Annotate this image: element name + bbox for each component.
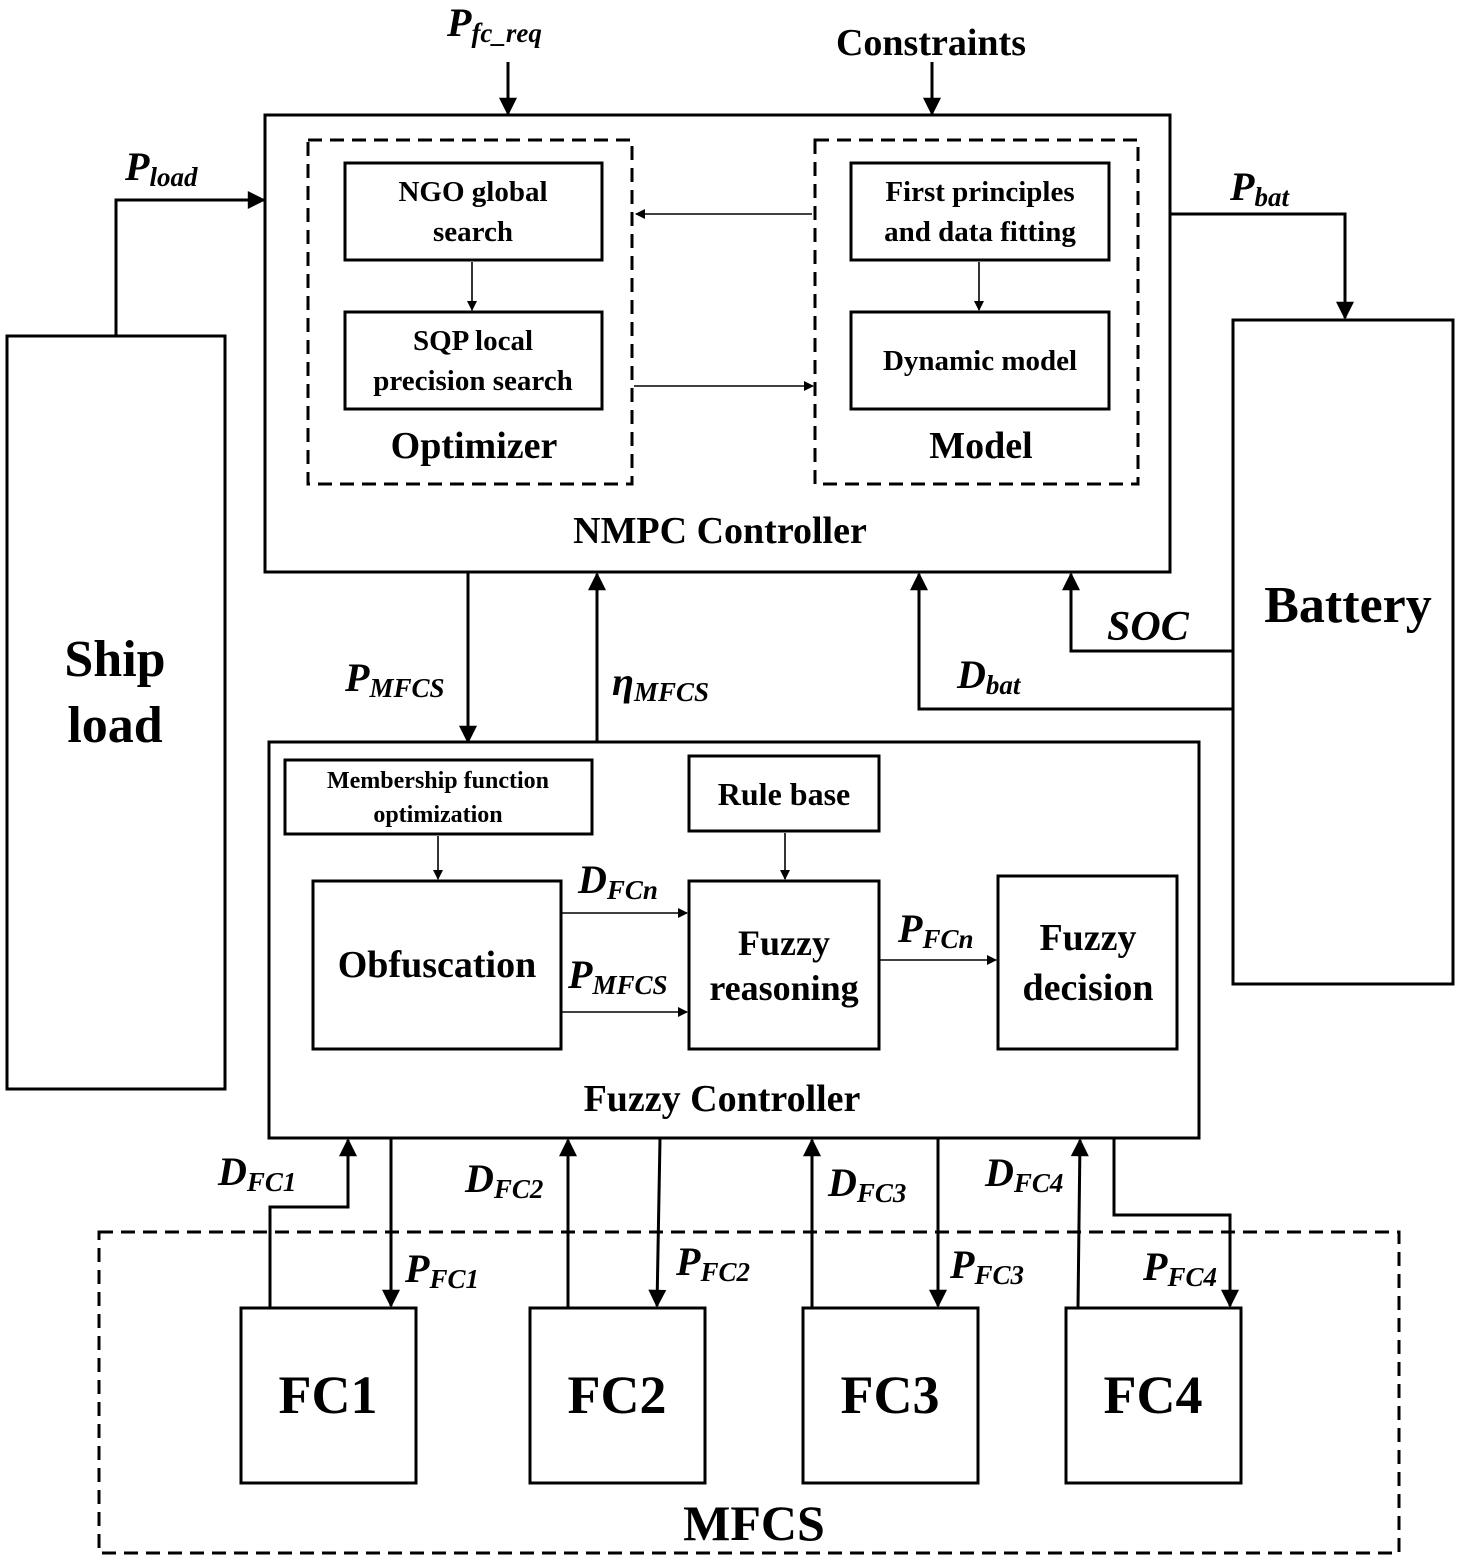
fc1-label: FC1 <box>279 1365 378 1425</box>
pfc4-arrow <box>1112 1139 1239 1308</box>
first-principles-box <box>849 161 1111 262</box>
dynamic-model-box <box>849 310 1111 411</box>
dfc4-arrow <box>1070 1138 1089 1308</box>
model-group <box>813 138 1140 486</box>
fuzzy-controller-title: Fuzzy Controller <box>584 1078 861 1120</box>
fuzzy-decision-line-2: decision <box>1023 967 1154 1009</box>
soc-arrow <box>1062 572 1232 653</box>
ship-load-line-1: Ship <box>64 631 165 688</box>
pfc4-label: PFC4 <box>1142 1244 1217 1292</box>
pfc3-label: PFC3 <box>949 1242 1024 1290</box>
dbat-arrow <box>910 572 1232 711</box>
fc3-box <box>801 1306 980 1485</box>
pfcn-label: PFCn <box>897 906 973 954</box>
pmfcs-label: PMFCS <box>344 655 444 703</box>
fuzzy-reasoning-line-2: reasoning <box>709 968 858 1008</box>
dfc4-label: DFC4 <box>984 1150 1063 1198</box>
rule-base-box <box>687 754 881 833</box>
fc1-box <box>239 1306 418 1485</box>
sqp-line-1: SQP local <box>413 325 533 357</box>
pfc-req-label: Pfc_req <box>446 0 542 48</box>
dfc1-arrow <box>268 1138 357 1307</box>
dfc1-label: DFC1 <box>217 1149 296 1197</box>
fuzzy-reasoning-line-1: Fuzzy <box>738 923 830 963</box>
pfc2-label: PFC2 <box>675 1239 750 1287</box>
dbat-label: Dbat <box>956 652 1022 700</box>
constraints-label: Constraints <box>836 22 1026 64</box>
fuzzy-decision-line-1: Fuzzy <box>1039 917 1136 959</box>
ship-load-line-2: load <box>67 697 162 754</box>
fc3-label: FC3 <box>841 1365 940 1425</box>
first-principles-line-1: First principles <box>885 176 1074 208</box>
fc4-box <box>1064 1306 1243 1485</box>
dfc3-label: DFC3 <box>827 1160 906 1208</box>
fc2-label: FC2 <box>568 1365 667 1425</box>
mfcs-group <box>97 1230 1401 1555</box>
pload-arrow <box>114 191 266 336</box>
dfcn-label: DFCn <box>577 857 658 905</box>
ngo-line-2: search <box>433 216 513 248</box>
fuzzy-decision-box <box>996 874 1179 1051</box>
eta-label: ηMFCS <box>612 659 709 707</box>
pload-label: Pload <box>124 144 198 192</box>
optimizer-label: Optimizer <box>391 425 558 467</box>
pfc2-arrow <box>648 1138 667 1308</box>
ngo-global-search-box <box>343 161 604 262</box>
fc4-label: FC4 <box>1104 1365 1203 1425</box>
mfcs-label: MFCS <box>683 1495 825 1551</box>
membership-optimization-box <box>283 758 594 836</box>
sqp-line-2: precision search <box>373 365 573 397</box>
pmfcs-inner-label: PMFCS <box>567 952 667 1000</box>
ngo-line-1: NGO global <box>398 176 547 208</box>
fc2-box <box>528 1306 707 1485</box>
battery-box <box>1231 318 1455 986</box>
ship-load-box <box>5 334 227 1091</box>
membership-line-2: optimization <box>373 802 502 828</box>
nmpc-controller-title: NMPC Controller <box>573 510 867 552</box>
obfuscation-label: Obfuscation <box>338 944 536 986</box>
pfc1-label: PFC1 <box>404 1246 479 1294</box>
sqp-local-search-box <box>343 310 604 411</box>
obfuscation-box <box>311 879 563 1051</box>
pbat-arrow <box>1171 212 1354 320</box>
optimizer-group <box>306 138 634 486</box>
membership-line-1: Membership function <box>327 768 549 794</box>
pbat-label: Pbat <box>1229 164 1290 212</box>
battery-label: Battery <box>1264 577 1431 634</box>
soc-label: SOC <box>1107 604 1190 650</box>
first-principles-line-2: and data fitting <box>884 216 1076 248</box>
dfc2-label: DFC2 <box>464 1156 543 1204</box>
fuzzy-reasoning-box <box>687 879 881 1051</box>
model-label: Model <box>929 425 1032 467</box>
rule-base-label: Rule base <box>718 776 850 812</box>
dynamic-model-label: Dynamic model <box>883 345 1077 377</box>
